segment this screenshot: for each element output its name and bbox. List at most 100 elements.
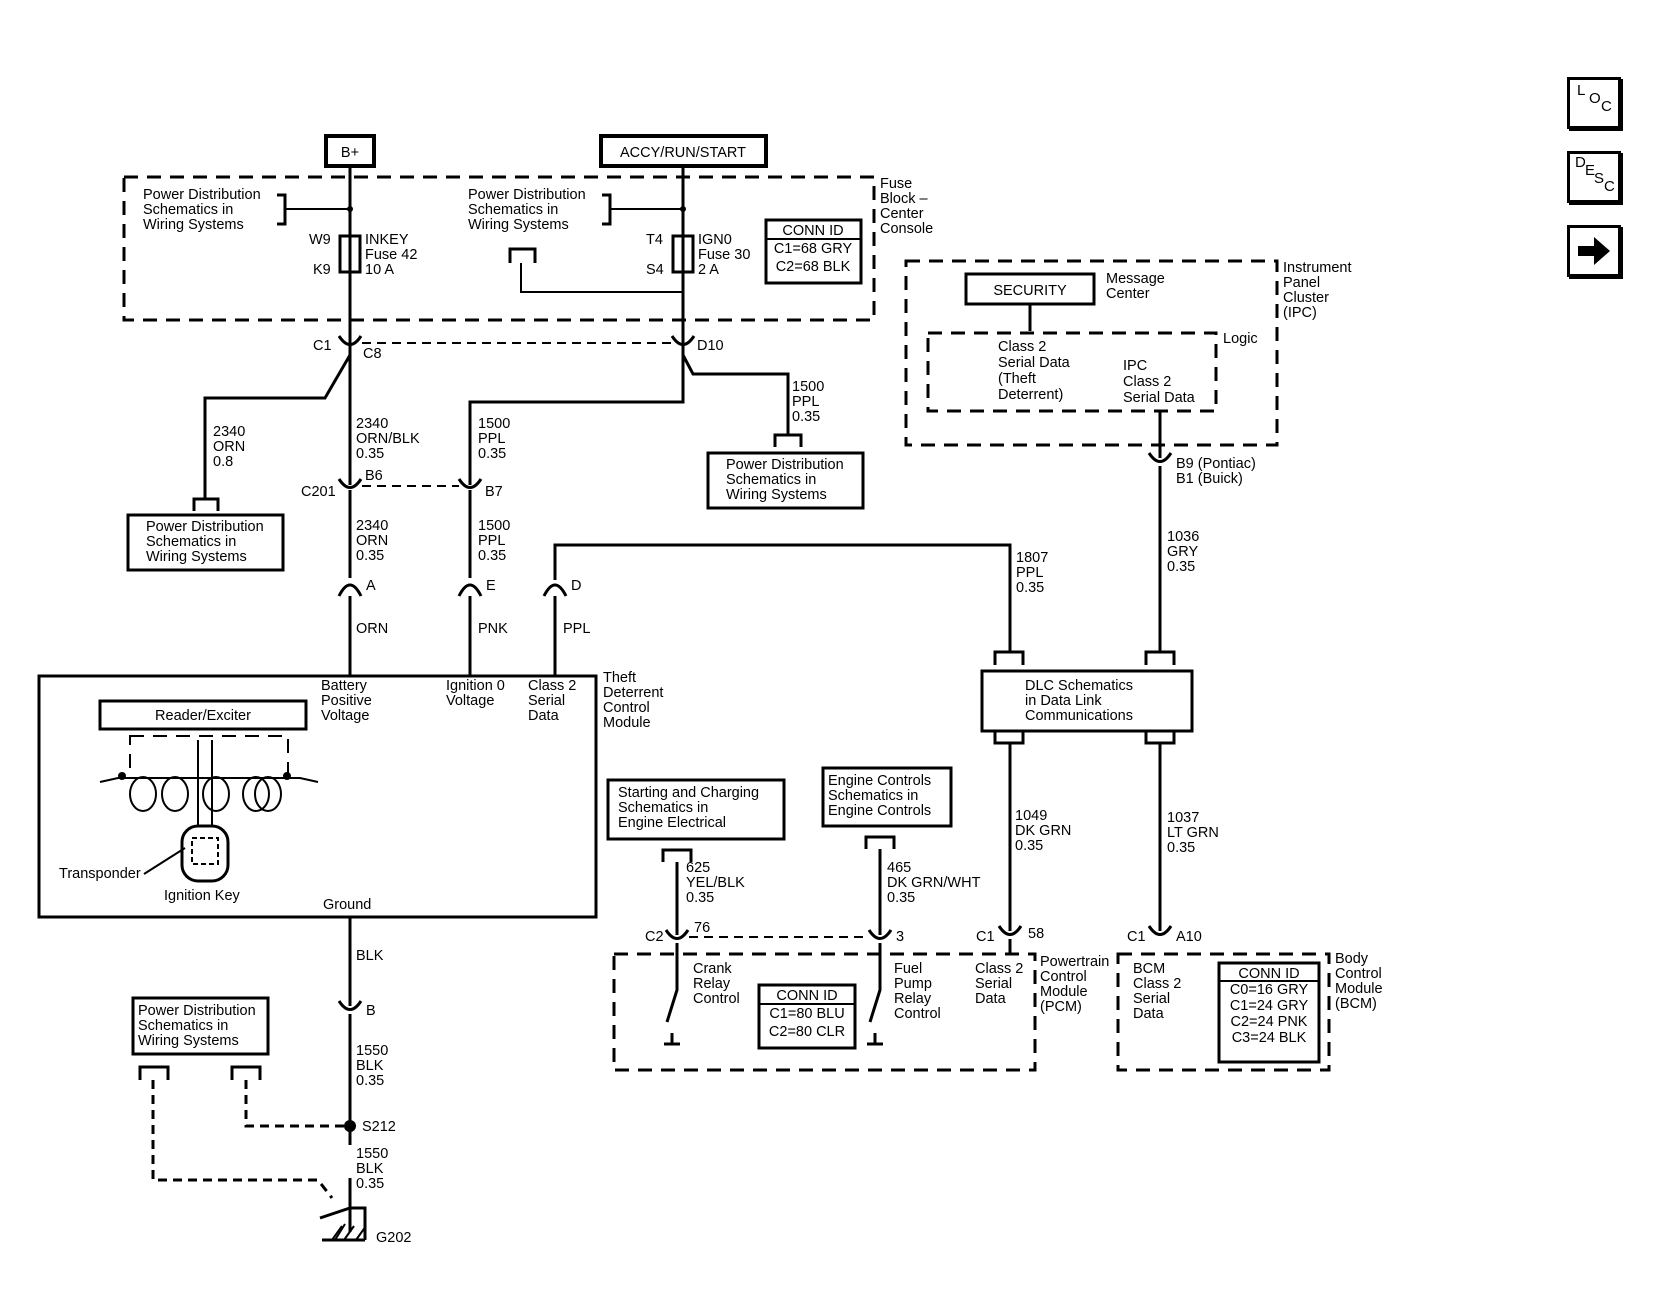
ground-hatch	[331, 1225, 367, 1241]
inkey-fuse-label: 10 A	[365, 262, 394, 278]
coil-dot	[118, 772, 126, 780]
pcm-label: Control	[1040, 969, 1087, 985]
crank-switch	[665, 943, 679, 1023]
pd-ref-4-label: Schematics in	[726, 472, 816, 488]
ipc-label: Cluster	[1283, 290, 1329, 306]
wire-1036-label: GRY	[1167, 544, 1198, 560]
wire-2340-orn	[203, 354, 352, 498]
logic-outline	[926, 331, 1218, 413]
pd-ref-5-label: Schematics in	[138, 1018, 228, 1034]
description-button[interactable]: D E S C	[1567, 151, 1621, 203]
dlc-bracket-d	[1144, 731, 1176, 745]
pin-a-label: A	[366, 578, 376, 594]
tdcm-title-label: Deterrent	[603, 685, 663, 701]
coil-dot	[283, 772, 291, 780]
pd-ref-4-label: Power Distribution	[726, 457, 844, 473]
theft-deterrent-module-box	[37, 674, 598, 919]
wire-1037-label: 0.35	[1167, 840, 1195, 856]
connector-c201-b7	[457, 478, 483, 489]
security-label: SECURITY	[993, 283, 1067, 299]
wire-1550-b-label: 0.35	[356, 1176, 384, 1192]
wire-1500-ppl-a	[468, 345, 685, 485]
transponder-leader	[143, 847, 186, 875]
pcm-outline	[612, 952, 1037, 1072]
loc-letter-o: O	[1589, 90, 1601, 107]
engine-controls-label: Engine Controls	[828, 773, 931, 789]
pcm-label: (PCM)	[1040, 999, 1082, 1015]
pd-ref-5-bracket-b	[230, 1065, 262, 1080]
desc-letter-s: S	[1594, 170, 1605, 187]
ground-symbol	[319, 1206, 367, 1240]
pd-ref-3-label: Power Distribution	[146, 519, 264, 535]
next-page-button[interactable]	[1567, 225, 1621, 277]
bcm-label: Control	[1335, 966, 1382, 982]
d10-label: D10	[697, 338, 724, 354]
message-center-label: Center	[1106, 286, 1150, 302]
conn-id-box-1	[764, 218, 863, 285]
pd-ref-1-label: Power Distribution	[143, 187, 261, 203]
pcm-class2-label: Class 2	[975, 961, 1023, 977]
crank-relay-label: Crank	[693, 961, 732, 977]
tdcm-class2-label: Data	[528, 708, 560, 724]
pd-ref-2-tap	[520, 263, 683, 293]
pd-ref-1-bracket	[277, 193, 287, 226]
wire-465-label: 465	[887, 860, 911, 876]
transponder-label: Transponder	[59, 866, 141, 882]
ignition-key-label: Ignition Key	[164, 888, 241, 904]
fuse-block-label: Block –	[880, 191, 928, 207]
desc-letter-d: D	[1575, 154, 1586, 171]
wire-1500-a-label: PPL	[478, 431, 505, 447]
tdcm-class2-label: Class 2	[528, 678, 576, 694]
pd-ref-3-label: Wiring Systems	[146, 549, 247, 565]
wire-465-label: 0.35	[887, 890, 915, 906]
wire-1550-b-label: BLK	[356, 1161, 384, 1177]
desc-letter-e: E	[1585, 162, 1596, 179]
inkey-fuse-label: INKEY	[365, 232, 409, 248]
pd-ref-4-label: Wiring Systems	[726, 487, 827, 503]
key-blade	[197, 740, 213, 826]
wire-2340-orn-blk-label: 2340	[356, 416, 388, 432]
connector-c1-a10	[1147, 925, 1173, 936]
c2-label: C2	[645, 929, 664, 945]
wire-2340-orn-label: 2340	[213, 424, 245, 440]
transponder-chip	[191, 837, 219, 865]
message-center-label: Message	[1106, 271, 1165, 287]
c8-label: C8	[363, 346, 382, 362]
orn-label: ORN	[356, 621, 388, 637]
conn-id-3-label: C2=24 PNK	[1231, 1014, 1308, 1030]
engine-controls-box	[821, 766, 953, 828]
class2-theft-label: Serial Data	[998, 355, 1071, 371]
wire-1500-b-label: PPL	[792, 394, 819, 410]
bcm-outline	[1116, 952, 1331, 1072]
dlc-label: Communications	[1025, 708, 1133, 724]
ipc-label: Instrument	[1283, 260, 1352, 276]
ipc-class2-label: IPC	[1123, 358, 1147, 374]
ground-label: Ground	[323, 897, 371, 913]
fuse-block-label: Console	[880, 221, 933, 237]
pd-ref-4-box	[706, 451, 865, 510]
crank-relay-label: Control	[693, 991, 740, 1007]
bcm-class2-label: Class 2	[1133, 976, 1181, 992]
pd-ref-1-label: Wiring Systems	[143, 217, 244, 233]
pd-ref-2-label: Schematics in	[468, 202, 558, 218]
pd-ref-1-label: Schematics in	[143, 202, 233, 218]
ign0-fuse-label: Fuse 30	[698, 247, 750, 263]
pd-ref-2-label: Power Distribution	[468, 187, 586, 203]
k9-label: K9	[313, 262, 331, 278]
location-button[interactable]: L O C	[1567, 77, 1621, 129]
ipc-class2-label: Class 2	[1123, 374, 1171, 390]
wire-1550-a-label: 1550	[356, 1043, 388, 1059]
pin-b-label: B	[366, 1003, 376, 1019]
wire-1049-label: DK GRN	[1015, 823, 1071, 839]
pd-ref-2-bracket	[602, 193, 612, 226]
tdcm-title-label: Theft	[603, 670, 636, 686]
wire-1500-c-label: PPL	[478, 533, 505, 549]
wire-1550-b-label: 1550	[356, 1146, 388, 1162]
c1-bcm-label: C1	[1127, 929, 1146, 945]
pin-76-label: 76	[694, 920, 710, 936]
c201-label: C201	[301, 484, 336, 500]
c1-pcm-label: C1	[976, 929, 995, 945]
desc-letter-c: C	[1604, 178, 1615, 195]
conn-id-1-label: CONN ID	[782, 223, 843, 239]
coil-loop	[129, 776, 157, 812]
